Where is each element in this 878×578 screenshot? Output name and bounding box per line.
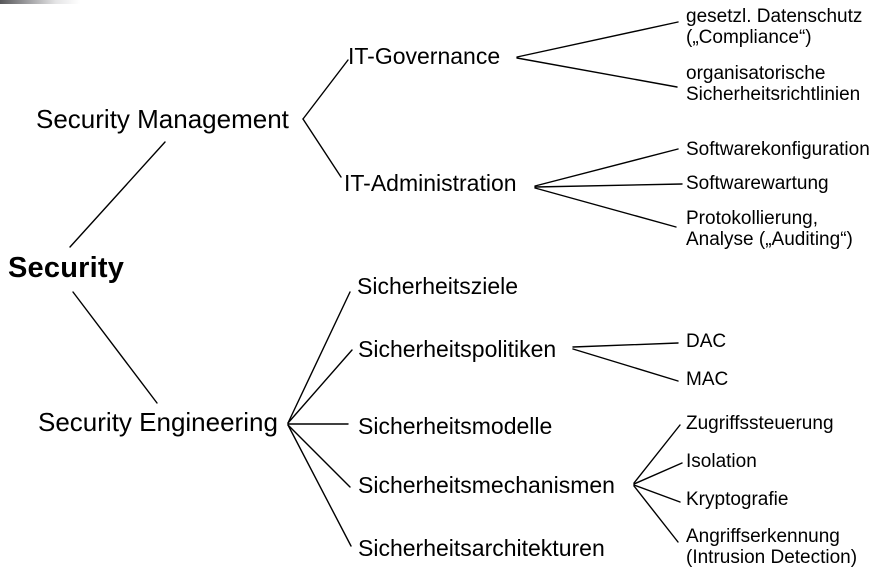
node-dac-line: DAC [686, 331, 727, 352]
connector-line [72, 291, 158, 404]
node-angriffserkennung-line: (Intrusion Detection) [686, 547, 858, 568]
node-gesetzl-datenschutz-line: gesetzl. Datenschutz [686, 6, 863, 27]
node-security-management-line: Security Management [36, 104, 289, 134]
node-sicherheitsarchitekturen-line: Sicherheitsarchitekturen [358, 535, 605, 561]
connector-line [287, 424, 352, 547]
node-dac: DAC [686, 331, 726, 352]
node-isolation: Isolation [686, 451, 757, 472]
node-it-governance: IT-Governance [348, 43, 500, 69]
connector-line [534, 187, 677, 228]
connector-line [572, 348, 679, 382]
connector-line [287, 349, 353, 424]
node-security-line: Security [8, 252, 125, 284]
node-security: Security [8, 252, 124, 285]
node-sicherheitsziele-line: Sicherheitsziele [357, 273, 519, 299]
node-organisatorische-richtlinien-line: organisatorische [686, 63, 826, 84]
connector-line [633, 485, 679, 543]
node-angriffserkennung-line: Angriffserkennung [686, 526, 840, 547]
node-mac-line: MAC [686, 369, 729, 390]
node-sicherheitsmodelle-line: Sicherheitsmodelle [358, 413, 553, 439]
node-zugriffssteuerung: Zugriffssteuerung [686, 413, 834, 434]
node-sicherheitspolitiken-line: Sicherheitspolitiken [358, 336, 557, 362]
node-kryptografie-line: Kryptografie [686, 489, 789, 510]
node-softwarewartung-line: Softwarewartung [686, 173, 829, 194]
node-isolation-line: Isolation [686, 451, 757, 472]
node-softwarekonfiguration: Softwarekonfiguration [686, 139, 870, 160]
node-softwarewartung: Softwarewartung [686, 173, 829, 194]
connector-line [69, 141, 166, 248]
node-mac: MAC [686, 369, 728, 390]
node-kryptografie: Kryptografie [686, 489, 788, 510]
connector-line [302, 118, 342, 178]
node-sicherheitsmechanismen: Sicherheitsmechanismen [358, 472, 615, 498]
connector-line [534, 148, 679, 187]
node-protokollierung-auditing-line: Analyse („Auditing“) [686, 229, 853, 250]
node-sicherheitsziele: Sicherheitsziele [357, 273, 518, 299]
node-organisatorische-richtlinien-line: Sicherheitsrichtlinien [686, 84, 861, 105]
node-protokollierung-auditing-line: Protokollierung, [686, 208, 819, 229]
node-it-administration-line: IT-Administration [344, 170, 517, 196]
node-security-engineering: Security Engineering [38, 407, 278, 438]
node-zugriffssteuerung-line: Zugriffssteuerung [686, 413, 834, 434]
node-softwarekonfiguration-line: Softwarekonfiguration [686, 139, 870, 160]
connector-line [633, 462, 683, 485]
node-sicherheitsarchitekturen: Sicherheitsarchitekturen [358, 535, 605, 561]
connector-line [534, 183, 683, 188]
node-security-management: Security Management [36, 104, 289, 135]
connector-line [516, 57, 678, 88]
connector-line [516, 21, 679, 58]
connector-line [572, 342, 679, 348]
node-angriffserkennung: Angriffserkennung(Intrusion Detection) [686, 526, 857, 568]
node-gesetzl-datenschutz-line: („Compliance“) [686, 27, 812, 48]
connector-line [302, 59, 349, 120]
connector-line [633, 484, 681, 503]
node-it-administration: IT-Administration [344, 170, 517, 196]
connector-line [287, 424, 351, 488]
node-sicherheitsmodelle: Sicherheitsmodelle [358, 413, 552, 439]
node-security-engineering-line: Security Engineering [38, 407, 278, 437]
connector-line [633, 424, 681, 484]
node-sicherheitsmechanismen-line: Sicherheitsmechanismen [358, 472, 615, 498]
node-protokollierung-auditing: Protokollierung,Analyse („Auditing“) [686, 208, 853, 250]
node-gesetzl-datenschutz: gesetzl. Datenschutz(„Compliance“) [686, 6, 862, 48]
connector-line [287, 291, 351, 424]
screen-artifact-top-left [0, 0, 80, 4]
node-it-governance-line: IT-Governance [348, 43, 501, 69]
node-sicherheitspolitiken: Sicherheitspolitiken [358, 336, 556, 362]
